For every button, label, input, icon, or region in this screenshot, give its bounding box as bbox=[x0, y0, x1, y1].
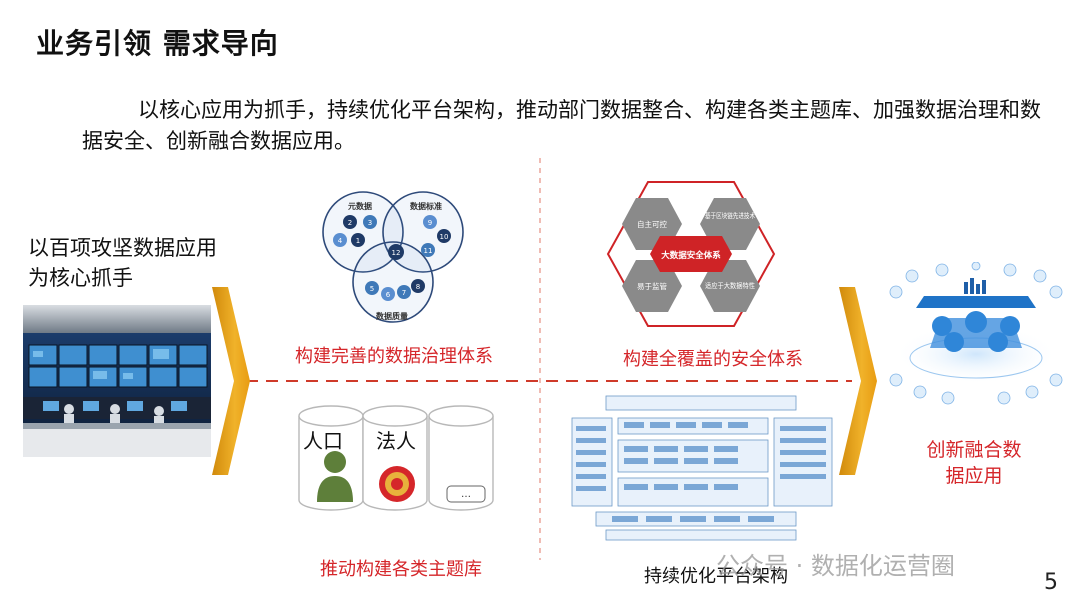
svg-text:8: 8 bbox=[416, 283, 420, 291]
right-chevron-icon bbox=[839, 287, 877, 475]
core-handle-label: 以百项攻坚数据应用为核心抓手 bbox=[28, 236, 217, 290]
person-icon bbox=[317, 451, 353, 502]
svg-text:6: 6 bbox=[386, 291, 391, 299]
hex-easy-supervision: 易于监管 bbox=[637, 281, 667, 291]
svg-text:12: 12 bbox=[392, 249, 401, 257]
platform-label: 持续优化平台架构 bbox=[644, 566, 788, 587]
svg-text:3: 3 bbox=[368, 219, 372, 227]
svg-text:11: 11 bbox=[424, 247, 433, 255]
national-emblem-icon bbox=[379, 466, 415, 502]
platform-architecture-diagram bbox=[566, 392, 838, 544]
hex-bigdata-fit: 适应于大数据特性 bbox=[705, 281, 755, 290]
intro-text: 以核心应用为抓手，持续优化平台架构，推动部门数据整合、构建各类主题库、加强数据治… bbox=[82, 98, 1041, 153]
svg-text:…: … bbox=[461, 489, 471, 500]
venn-label-quality: 数据质量 bbox=[376, 311, 408, 321]
topic-db-illustration: … bbox=[298, 405, 494, 511]
innovation-label: 创新融合数据应用 bbox=[926, 439, 1022, 487]
svg-text:10: 10 bbox=[440, 233, 449, 241]
svg-text:2: 2 bbox=[348, 219, 352, 227]
svg-text:7: 7 bbox=[402, 289, 406, 297]
control-room-photo bbox=[23, 305, 211, 457]
governance-venn-diagram: 元数据 数据标准 数据质量 2 3 4 1 9 10 11 12 5 6 7 8 bbox=[322, 191, 464, 323]
left-chevron-icon bbox=[212, 287, 250, 475]
topic-db-label: 推动构建各类主题库 bbox=[320, 559, 482, 580]
intro-paragraph: 以核心应用为抓手，持续优化平台架构，推动部门数据整合、构建各类主题库、加强数据治… bbox=[82, 95, 1042, 157]
svg-text:4: 4 bbox=[338, 237, 343, 245]
venn-label-metadata: 元数据 bbox=[348, 201, 372, 211]
innovation-illustration bbox=[889, 262, 1063, 405]
security-hexagon-diagram: 自主可控 基于区块链先进技术 大数据安全体系 易于监管 适应于大数据特性 bbox=[606, 181, 776, 327]
population-db-label: 人口 bbox=[303, 429, 343, 453]
hex-self-control: 自主可控 bbox=[637, 219, 667, 229]
security-label: 构建全覆盖的安全体系 bbox=[623, 349, 803, 370]
page-title: 业务引领 需求导向 bbox=[36, 27, 279, 60]
venn-label-standard: 数据标准 bbox=[410, 201, 442, 211]
svg-text:9: 9 bbox=[428, 219, 432, 227]
hex-blockchain-line: 基于区块链先进技术 bbox=[705, 211, 755, 220]
governance-label: 构建完善的数据治理体系 bbox=[295, 346, 493, 367]
watermark: 公众号 · 数据化运营圈 bbox=[716, 552, 955, 580]
legal-entity-db-label: 法人 bbox=[376, 429, 416, 453]
more-box bbox=[446, 485, 486, 503]
svg-text:1: 1 bbox=[356, 237, 360, 245]
hex-center-label: 大数据安全体系 bbox=[661, 250, 721, 261]
svg-text:5: 5 bbox=[370, 285, 374, 293]
page-number: 5 bbox=[1044, 570, 1058, 595]
